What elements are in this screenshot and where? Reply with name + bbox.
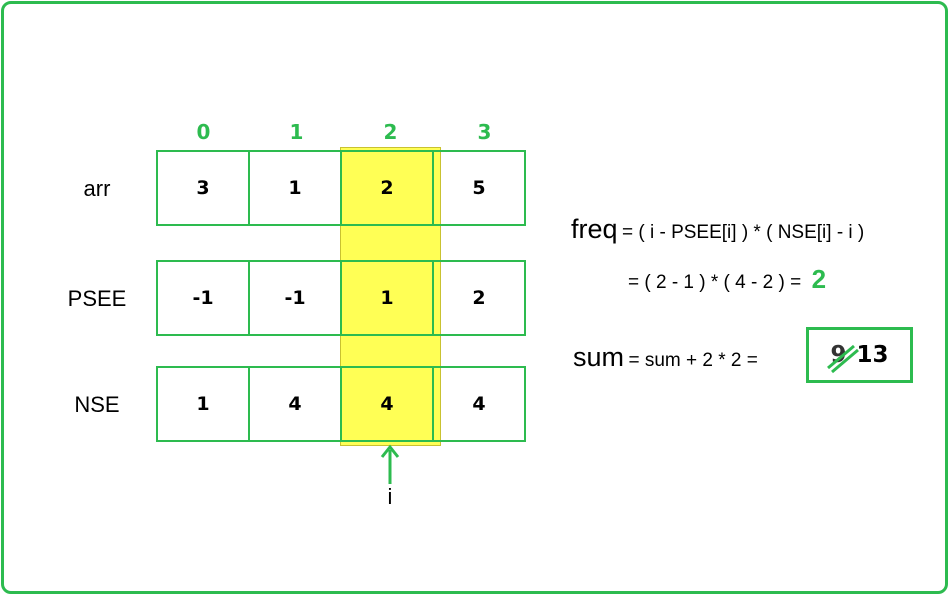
sum-formula: sum = sum + 2 * 2 = [573, 342, 758, 373]
freq-expression: = ( i - PSEE[i] ) * ( NSE[i] - i ) [621, 222, 865, 243]
array-row-arr: 3 1 2 5 [156, 150, 532, 226]
array-cell: 1 [156, 366, 250, 442]
freq-substitution-line: = ( 2 - 1 ) * ( 4 - 2 ) = 2 [628, 264, 826, 295]
array-row-psee: -1 -1 1 2 [156, 260, 532, 336]
freq-name: freq [571, 214, 618, 244]
array-cell: 4 [340, 366, 434, 442]
array-cell: 1 [248, 150, 342, 226]
array-cell: -1 [248, 260, 342, 336]
array-cell: 1 [340, 260, 434, 336]
array-cell: 3 [156, 150, 250, 226]
sum-expression: = sum + 2 * 2 = [628, 350, 758, 371]
sum-result-box: 9 13 [806, 327, 913, 383]
array-cell: 5 [432, 150, 526, 226]
freq-formula: freq = ( i - PSEE[i] ) * ( NSE[i] - i ) [571, 214, 864, 245]
array-cell: 4 [248, 366, 342, 442]
strikethrough-icon [827, 344, 860, 374]
up-arrow-icon [380, 444, 400, 484]
current-index-highlight [340, 147, 441, 446]
row-label-nse: NSE [74, 392, 120, 417]
array-row-nse: 1 4 4 4 [156, 366, 532, 442]
array-cell: 2 [340, 150, 434, 226]
sum-old-value-wrap: 9 [827, 342, 860, 374]
sum-new-value: 13 [856, 342, 889, 368]
index-label: 1 [289, 120, 304, 144]
row-label-psee: PSEE [67, 286, 127, 311]
sum-name: sum [573, 342, 625, 372]
array-cell: -1 [156, 260, 250, 336]
pointer-label: i [387, 484, 393, 509]
row-label-arr: arr [83, 176, 111, 201]
freq-result: 2 [811, 264, 827, 294]
index-label: 3 [477, 120, 492, 144]
index-label: 0 [196, 120, 211, 144]
freq-substitution: = ( 2 - 1 ) * ( 4 - 2 ) = [628, 272, 802, 293]
array-cell: 4 [432, 366, 526, 442]
index-label: 2 [383, 120, 398, 144]
array-cell: 2 [432, 260, 526, 336]
